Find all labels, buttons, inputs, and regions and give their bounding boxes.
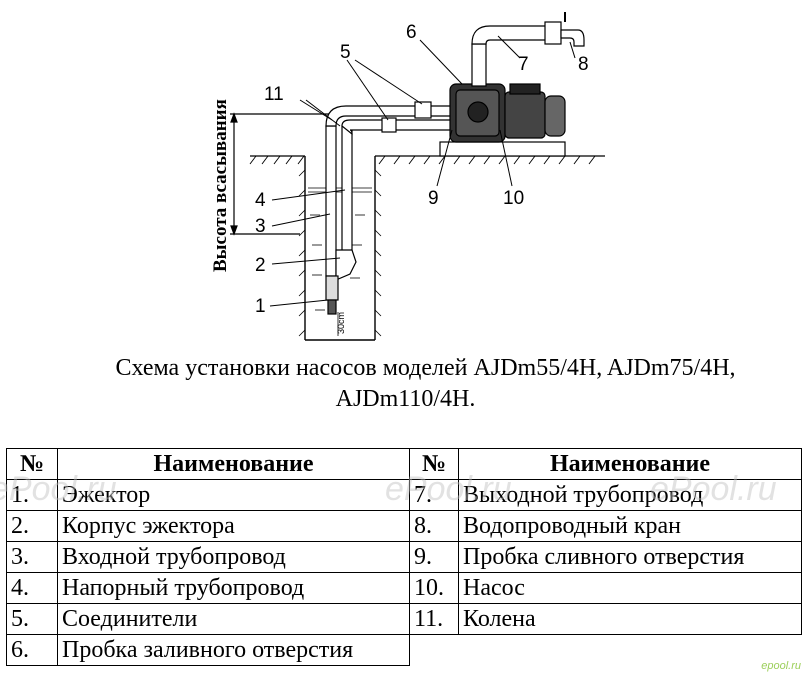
well-pipes — [325, 125, 357, 336]
cell-num: 10. — [409, 572, 459, 604]
callout-5: 5 — [340, 42, 351, 63]
callout-6: 6 — [406, 22, 417, 43]
cell-num: 5. — [6, 603, 58, 635]
cell-name: Входной трубопровод — [57, 541, 410, 573]
caption-line-1: Схема установки насосов моделей AJDm55/4… — [115, 355, 736, 381]
table-row: 2. Корпус эжектора 8. Водопроводный кран — [6, 510, 802, 542]
cell-num: 1. — [6, 479, 58, 511]
corner-logo: epool.ru — [761, 660, 801, 672]
empty-cell — [410, 635, 459, 666]
table-row: 4. Напорный трубопровод 10. Насос — [6, 572, 802, 604]
table-row: 5. Соединители 11. Колена — [6, 603, 802, 635]
depth-mark: 30cm — [336, 312, 346, 334]
cell-num: 8. — [409, 510, 459, 542]
callout-3: 3 — [255, 216, 266, 237]
callout-11: 11 — [264, 84, 284, 105]
horizontal-pipes — [325, 101, 456, 136]
cell-num: 9. — [409, 541, 459, 573]
cell-name: Пробка сливного отверстия — [458, 541, 802, 573]
cell-name: Напорный трубопровод — [57, 572, 410, 604]
cell-name: Колена — [458, 603, 802, 635]
cell-num: 7. — [409, 479, 459, 511]
cell-num: 2. — [6, 510, 58, 542]
suction-height-label: Высота всасывания — [210, 99, 231, 272]
cell-name: Эжектор — [57, 479, 410, 511]
header-name-left: Наименование — [57, 448, 410, 480]
callout-leaders — [269, 35, 576, 307]
suction-height-dimension — [230, 112, 345, 236]
cell-num: 6. — [6, 634, 58, 666]
cell-name: Корпус эжектора — [57, 510, 410, 542]
cell-name: Соединители — [57, 603, 410, 635]
header-name-right: Наименование — [458, 448, 802, 480]
outlet-pipe — [471, 12, 585, 87]
table-header-row: № Наименование № Наименование — [6, 448, 802, 480]
callout-10: 10 — [503, 188, 524, 209]
cell-num: 3. — [6, 541, 58, 573]
callout-2: 2 — [255, 255, 266, 276]
table-row: 3. Входной трубопровод 9. Пробка сливног… — [6, 541, 802, 573]
cell-name: Пробка заливного отверстия — [57, 634, 410, 666]
table-row: 1. Эжектор 7. Выходной трубопровод — [6, 479, 802, 511]
header-num-right: № — [409, 448, 459, 480]
cell-name: Насос — [458, 572, 802, 604]
cell-name: Водопроводный кран — [458, 510, 802, 542]
table-row: 6. Пробка заливного отверстия — [6, 634, 802, 666]
ground — [249, 155, 605, 165]
callout-9: 9 — [428, 188, 439, 209]
pump-base — [439, 141, 566, 157]
callout-7: 7 — [518, 54, 529, 75]
cell-name: Выходной трубопровод — [458, 479, 802, 511]
cell-num: 11. — [409, 603, 459, 635]
callout-4: 4 — [255, 190, 266, 211]
callout-1: 1 — [255, 296, 266, 317]
cell-num: 4. — [6, 572, 58, 604]
parts-table: № Наименование № Наименование 1. Эжектор… — [6, 448, 802, 666]
caption-line-2: AJDm110/4H. — [335, 386, 476, 412]
empty-cell — [459, 635, 802, 666]
header-num-left: № — [6, 448, 58, 480]
pump-installation-diagram: Высота всасывания — [210, 12, 605, 341]
pump — [449, 83, 566, 143]
well — [298, 156, 382, 341]
callout-8: 8 — [578, 54, 589, 75]
